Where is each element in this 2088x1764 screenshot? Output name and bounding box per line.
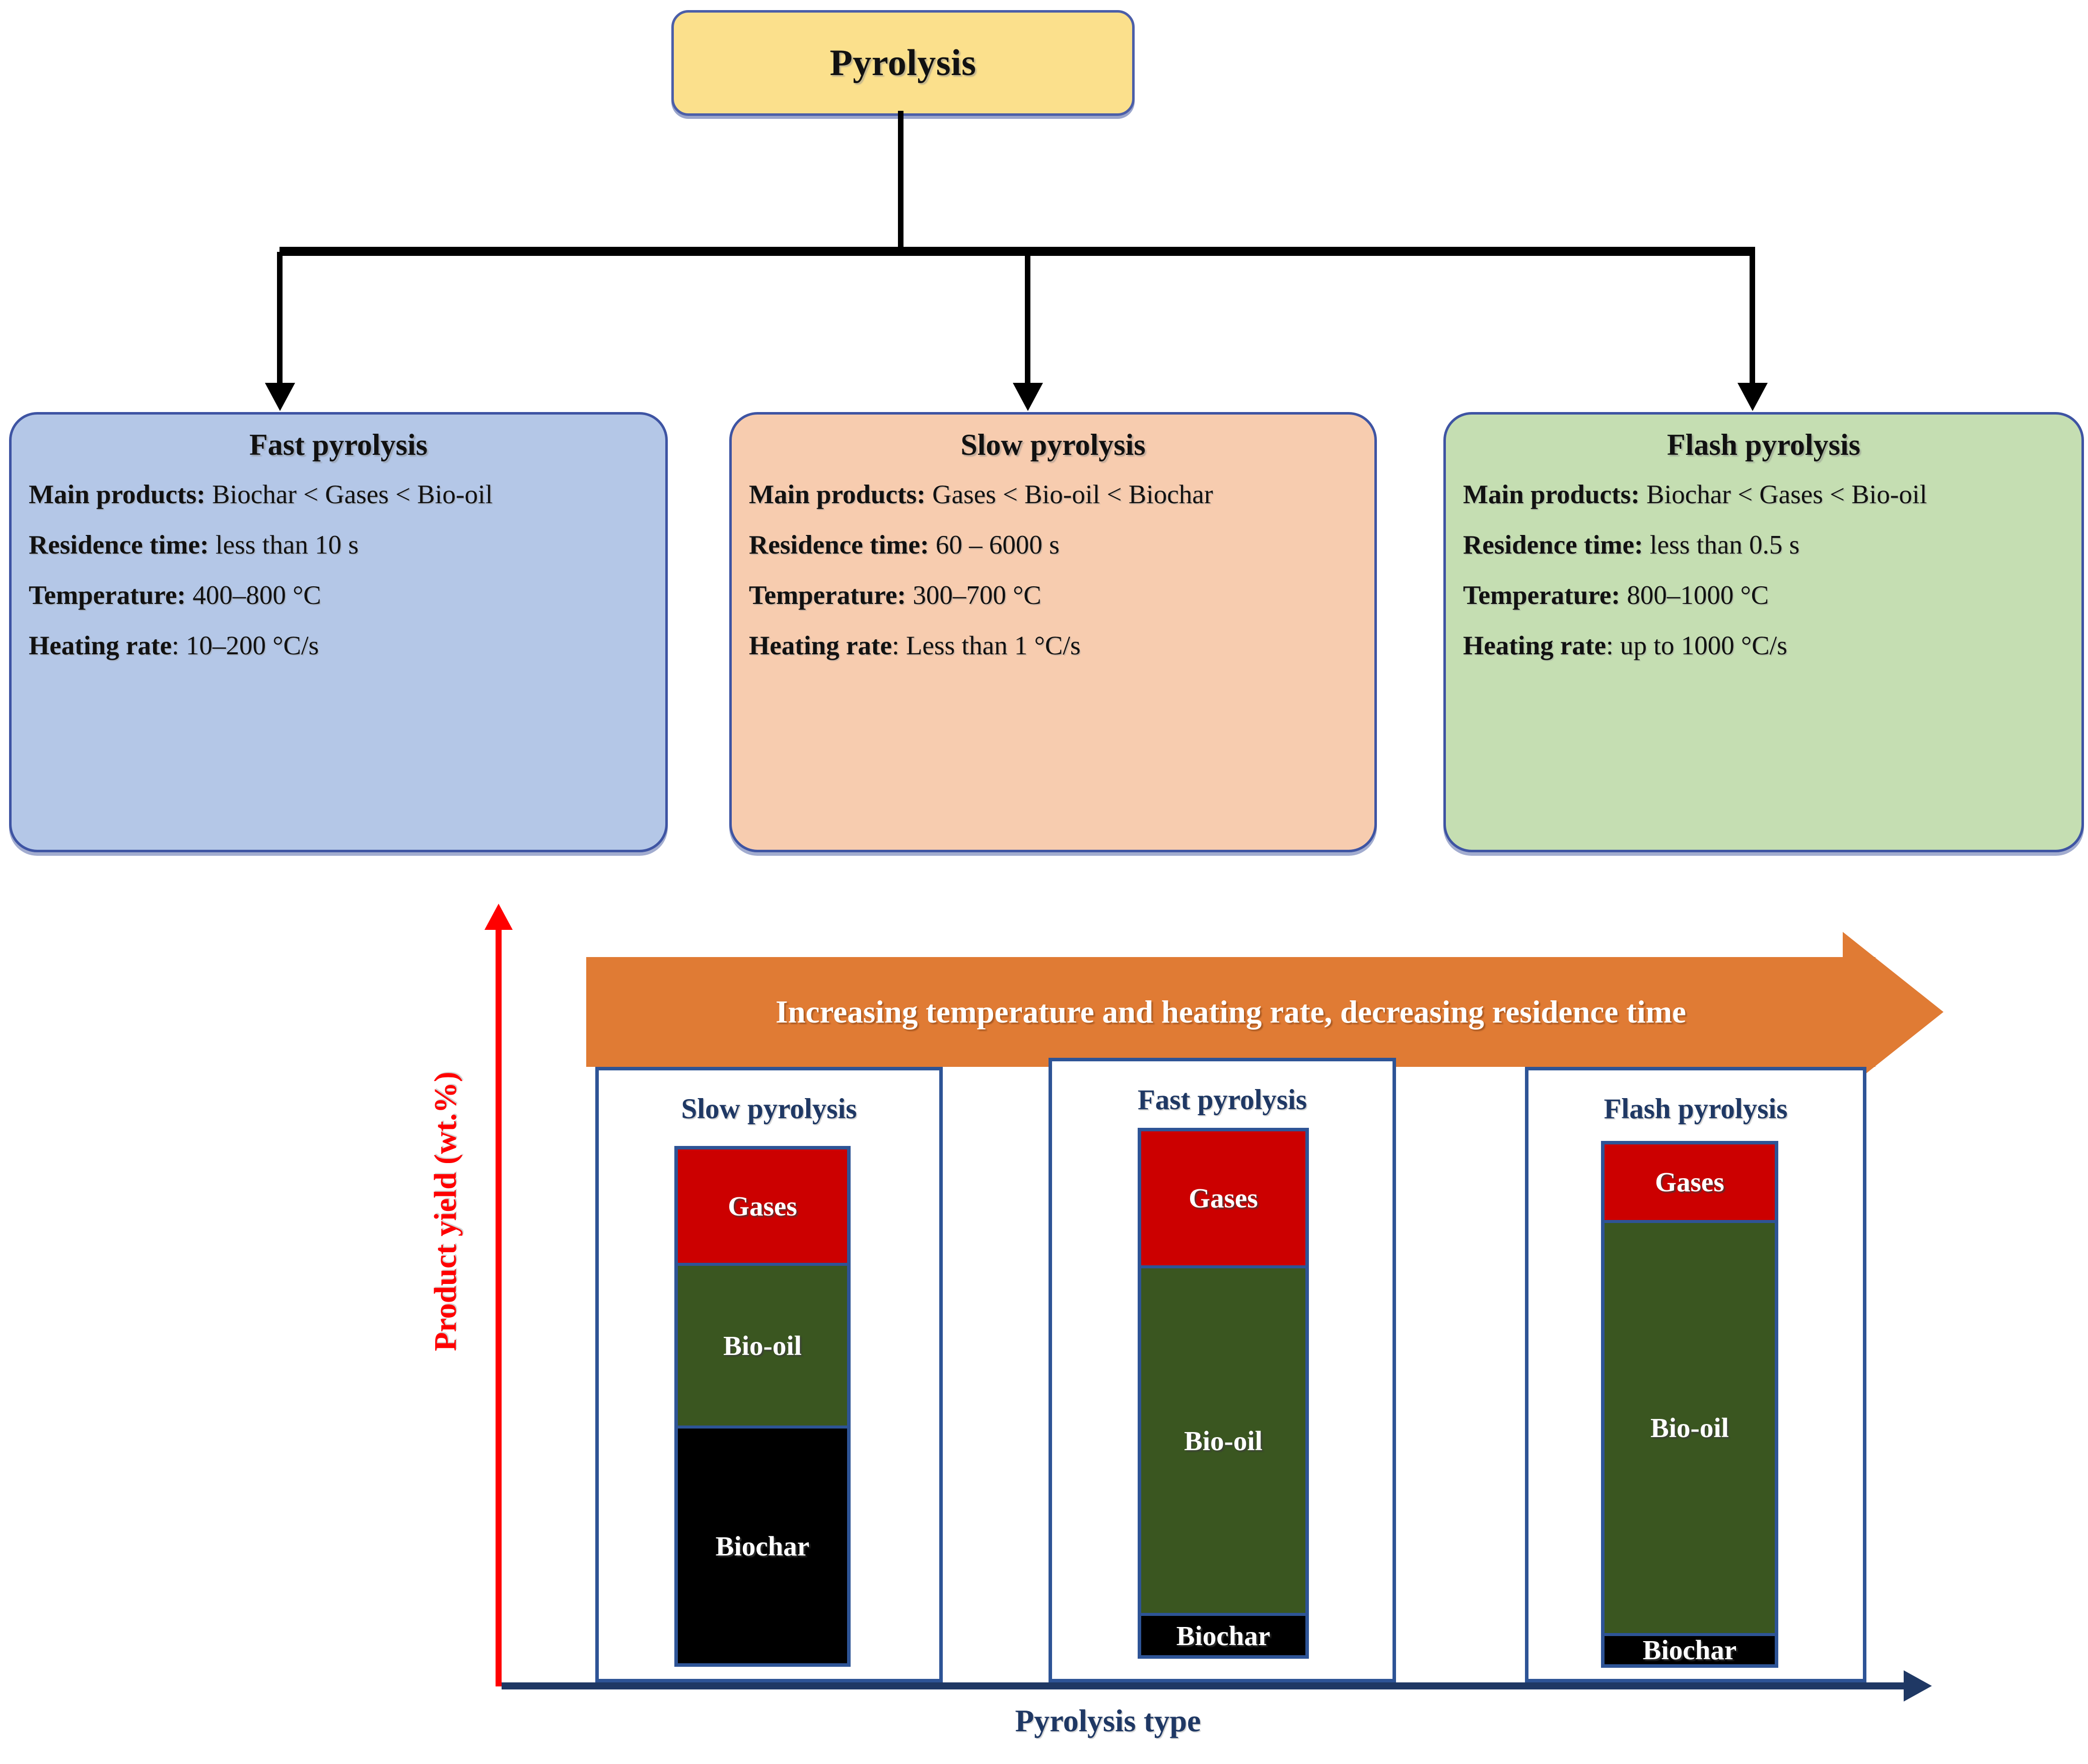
value-main-products: Biochar < Gases < Bio-oil xyxy=(1646,480,1927,509)
value-temperature: 800–1000 °C xyxy=(1627,581,1769,610)
bar-segment-label-gases: Gases xyxy=(728,1190,797,1222)
label-temperature: Temperature: xyxy=(749,581,907,610)
bar-segment-label-gases: Gases xyxy=(1189,1183,1258,1214)
bar-segment-label-biochar: Biochar xyxy=(1176,1620,1271,1651)
value-heating-rate: : 10–200 °C/s xyxy=(172,631,319,660)
bar-segment-gases: Gases xyxy=(676,1148,849,1264)
value-main-products: Biochar < Gases < Bio-oil xyxy=(212,480,493,509)
label-residence-time: Residence time: xyxy=(29,530,209,560)
bar-segment-biooil: Bio-oil xyxy=(1140,1266,1307,1615)
connector-branch-slow xyxy=(1025,252,1030,398)
y-axis-arrowhead-icon xyxy=(484,904,513,930)
stacked-bar-fast: Gases Bio-oil Biochar xyxy=(1138,1128,1309,1659)
card-fast-heading: Fast pyrolysis xyxy=(249,428,428,461)
page-title: Pyrolysis xyxy=(829,42,977,84)
chart-panel-fast-pyrolysis: Fast pyrolysis Gases Bio-oil Biochar xyxy=(1049,1058,1396,1682)
card-flash-pyrolysis: Flash pyrolysis Main products: Biochar <… xyxy=(1443,412,2084,852)
value-heating-rate: : Less than 1 °C/s xyxy=(892,631,1081,660)
label-main-products: Main products: xyxy=(29,480,205,509)
value-main-products: Gases < Bio-oil < Biochar xyxy=(932,480,1213,509)
label-temperature: Temperature: xyxy=(29,581,186,610)
panel-slow-title: Slow pyrolysis xyxy=(681,1093,857,1125)
y-axis-line xyxy=(496,926,502,1686)
bar-segment-gases: Gases xyxy=(1140,1130,1307,1267)
label-residence-time: Residence time: xyxy=(749,530,929,560)
bar-segment-gases: Gases xyxy=(1603,1143,1776,1222)
card-flash-row-temperature: Temperature: 800–1000 °C xyxy=(1463,580,2064,610)
card-fast-row-residence-time: Residence time: less than 10 s xyxy=(29,530,648,560)
card-slow-row-heating-rate: Heating rate: Less than 1 °C/s xyxy=(749,631,1357,661)
bar-segment-biochar: Biochar xyxy=(1603,1634,1776,1666)
card-fast-row-main-products: Main products: Biochar < Gases < Bio-oil xyxy=(29,480,648,510)
bar-segment-label-biochar: Biochar xyxy=(715,1530,810,1562)
bar-segment-label-biooil: Bio-oil xyxy=(1184,1425,1263,1456)
y-axis-label: Product yield (wt.%) xyxy=(428,1071,463,1351)
card-fast-row-temperature: Temperature: 400–800 °C xyxy=(29,580,648,610)
label-heating-rate: Heating rate xyxy=(1463,631,1607,660)
value-residence-time: 60 – 6000 s xyxy=(935,530,1060,560)
card-slow-row-residence-time: Residence time: 60 – 6000 s xyxy=(749,530,1357,560)
banner-body xyxy=(586,957,1875,1067)
arrow-down-fast-icon xyxy=(265,383,295,411)
x-axis-line xyxy=(502,1682,1907,1689)
trend-banner-arrow: Increasing temperature and heating rate,… xyxy=(586,932,1946,1092)
connector-branch-fast xyxy=(277,252,283,398)
bar-segment-biooil: Bio-oil xyxy=(1603,1221,1776,1635)
card-slow-heading: Slow pyrolysis xyxy=(960,428,1146,461)
card-flash-heading: Flash pyrolysis xyxy=(1667,428,1860,461)
card-flash-row-main-products: Main products: Biochar < Gases < Bio-oil xyxy=(1463,480,2064,510)
stacked-bar-flash: Gases Bio-oil Biochar xyxy=(1601,1141,1778,1668)
panel-fast-title: Fast pyrolysis xyxy=(1137,1084,1307,1116)
bar-segment-biooil: Bio-oil xyxy=(676,1264,849,1428)
bar-segment-label-biochar: Biochar xyxy=(1642,1635,1737,1666)
label-heating-rate: Heating rate xyxy=(749,631,892,660)
connector-trunk-vertical xyxy=(898,111,903,251)
value-residence-time: less than 10 s xyxy=(215,530,359,560)
banner-arrowhead-icon xyxy=(1843,932,1943,1092)
label-residence-time: Residence time: xyxy=(1463,530,1643,560)
card-slow-row-temperature: Temperature: 300–700 °C xyxy=(749,580,1357,610)
value-temperature: 300–700 °C xyxy=(913,581,1041,610)
bar-segment-biochar: Biochar xyxy=(676,1427,849,1665)
card-fast-pyrolysis: Fast pyrolysis Main products: Biochar < … xyxy=(9,412,668,852)
label-main-products: Main products: xyxy=(749,480,926,509)
pyrolysis-title-box: Pyrolysis xyxy=(671,10,1135,116)
chart-panel-slow-pyrolysis: Slow pyrolysis Gases Bio-oil Biochar xyxy=(595,1067,943,1682)
card-flash-row-heating-rate: Heating rate: up to 1000 °C/s xyxy=(1463,631,2064,661)
arrow-down-flash-icon xyxy=(1737,383,1768,411)
bar-segment-biochar: Biochar xyxy=(1140,1614,1307,1657)
card-flash-row-residence-time: Residence time: less than 0.5 s xyxy=(1463,530,2064,560)
label-temperature: Temperature: xyxy=(1463,581,1621,610)
x-axis-label: Pyrolysis type xyxy=(1015,1704,1201,1738)
card-slow-pyrolysis: Slow pyrolysis Main products: Gases < Bi… xyxy=(729,412,1377,852)
x-axis-arrowhead-icon xyxy=(1904,1670,1932,1702)
bar-segment-label-biooil: Bio-oil xyxy=(723,1330,802,1361)
connector-branch-flash xyxy=(1750,252,1755,398)
label-main-products: Main products: xyxy=(1463,480,1640,509)
banner-text: Increasing temperature and heating rate,… xyxy=(775,994,1687,1030)
bar-segment-label-gases: Gases xyxy=(1655,1167,1724,1198)
value-heating-rate: : up to 1000 °C/s xyxy=(1606,631,1787,660)
chart-panel-flash-pyrolysis: Flash pyrolysis Gases Bio-oil Biochar xyxy=(1525,1067,1866,1682)
value-temperature: 400–800 °C xyxy=(192,581,321,610)
value-residence-time: less than 0.5 s xyxy=(1649,530,1800,560)
card-slow-row-main-products: Main products: Gases < Bio-oil < Biochar xyxy=(749,480,1357,510)
arrow-down-slow-icon xyxy=(1013,383,1043,411)
bar-segment-label-biooil: Bio-oil xyxy=(1650,1412,1729,1444)
label-heating-rate: Heating rate xyxy=(29,631,172,660)
card-fast-row-heating-rate: Heating rate: 10–200 °C/s xyxy=(29,631,648,661)
connector-horizontal-bus xyxy=(280,247,1755,256)
stacked-bar-slow: Gases Bio-oil Biochar xyxy=(674,1146,851,1667)
panel-flash-title: Flash pyrolysis xyxy=(1604,1093,1788,1125)
